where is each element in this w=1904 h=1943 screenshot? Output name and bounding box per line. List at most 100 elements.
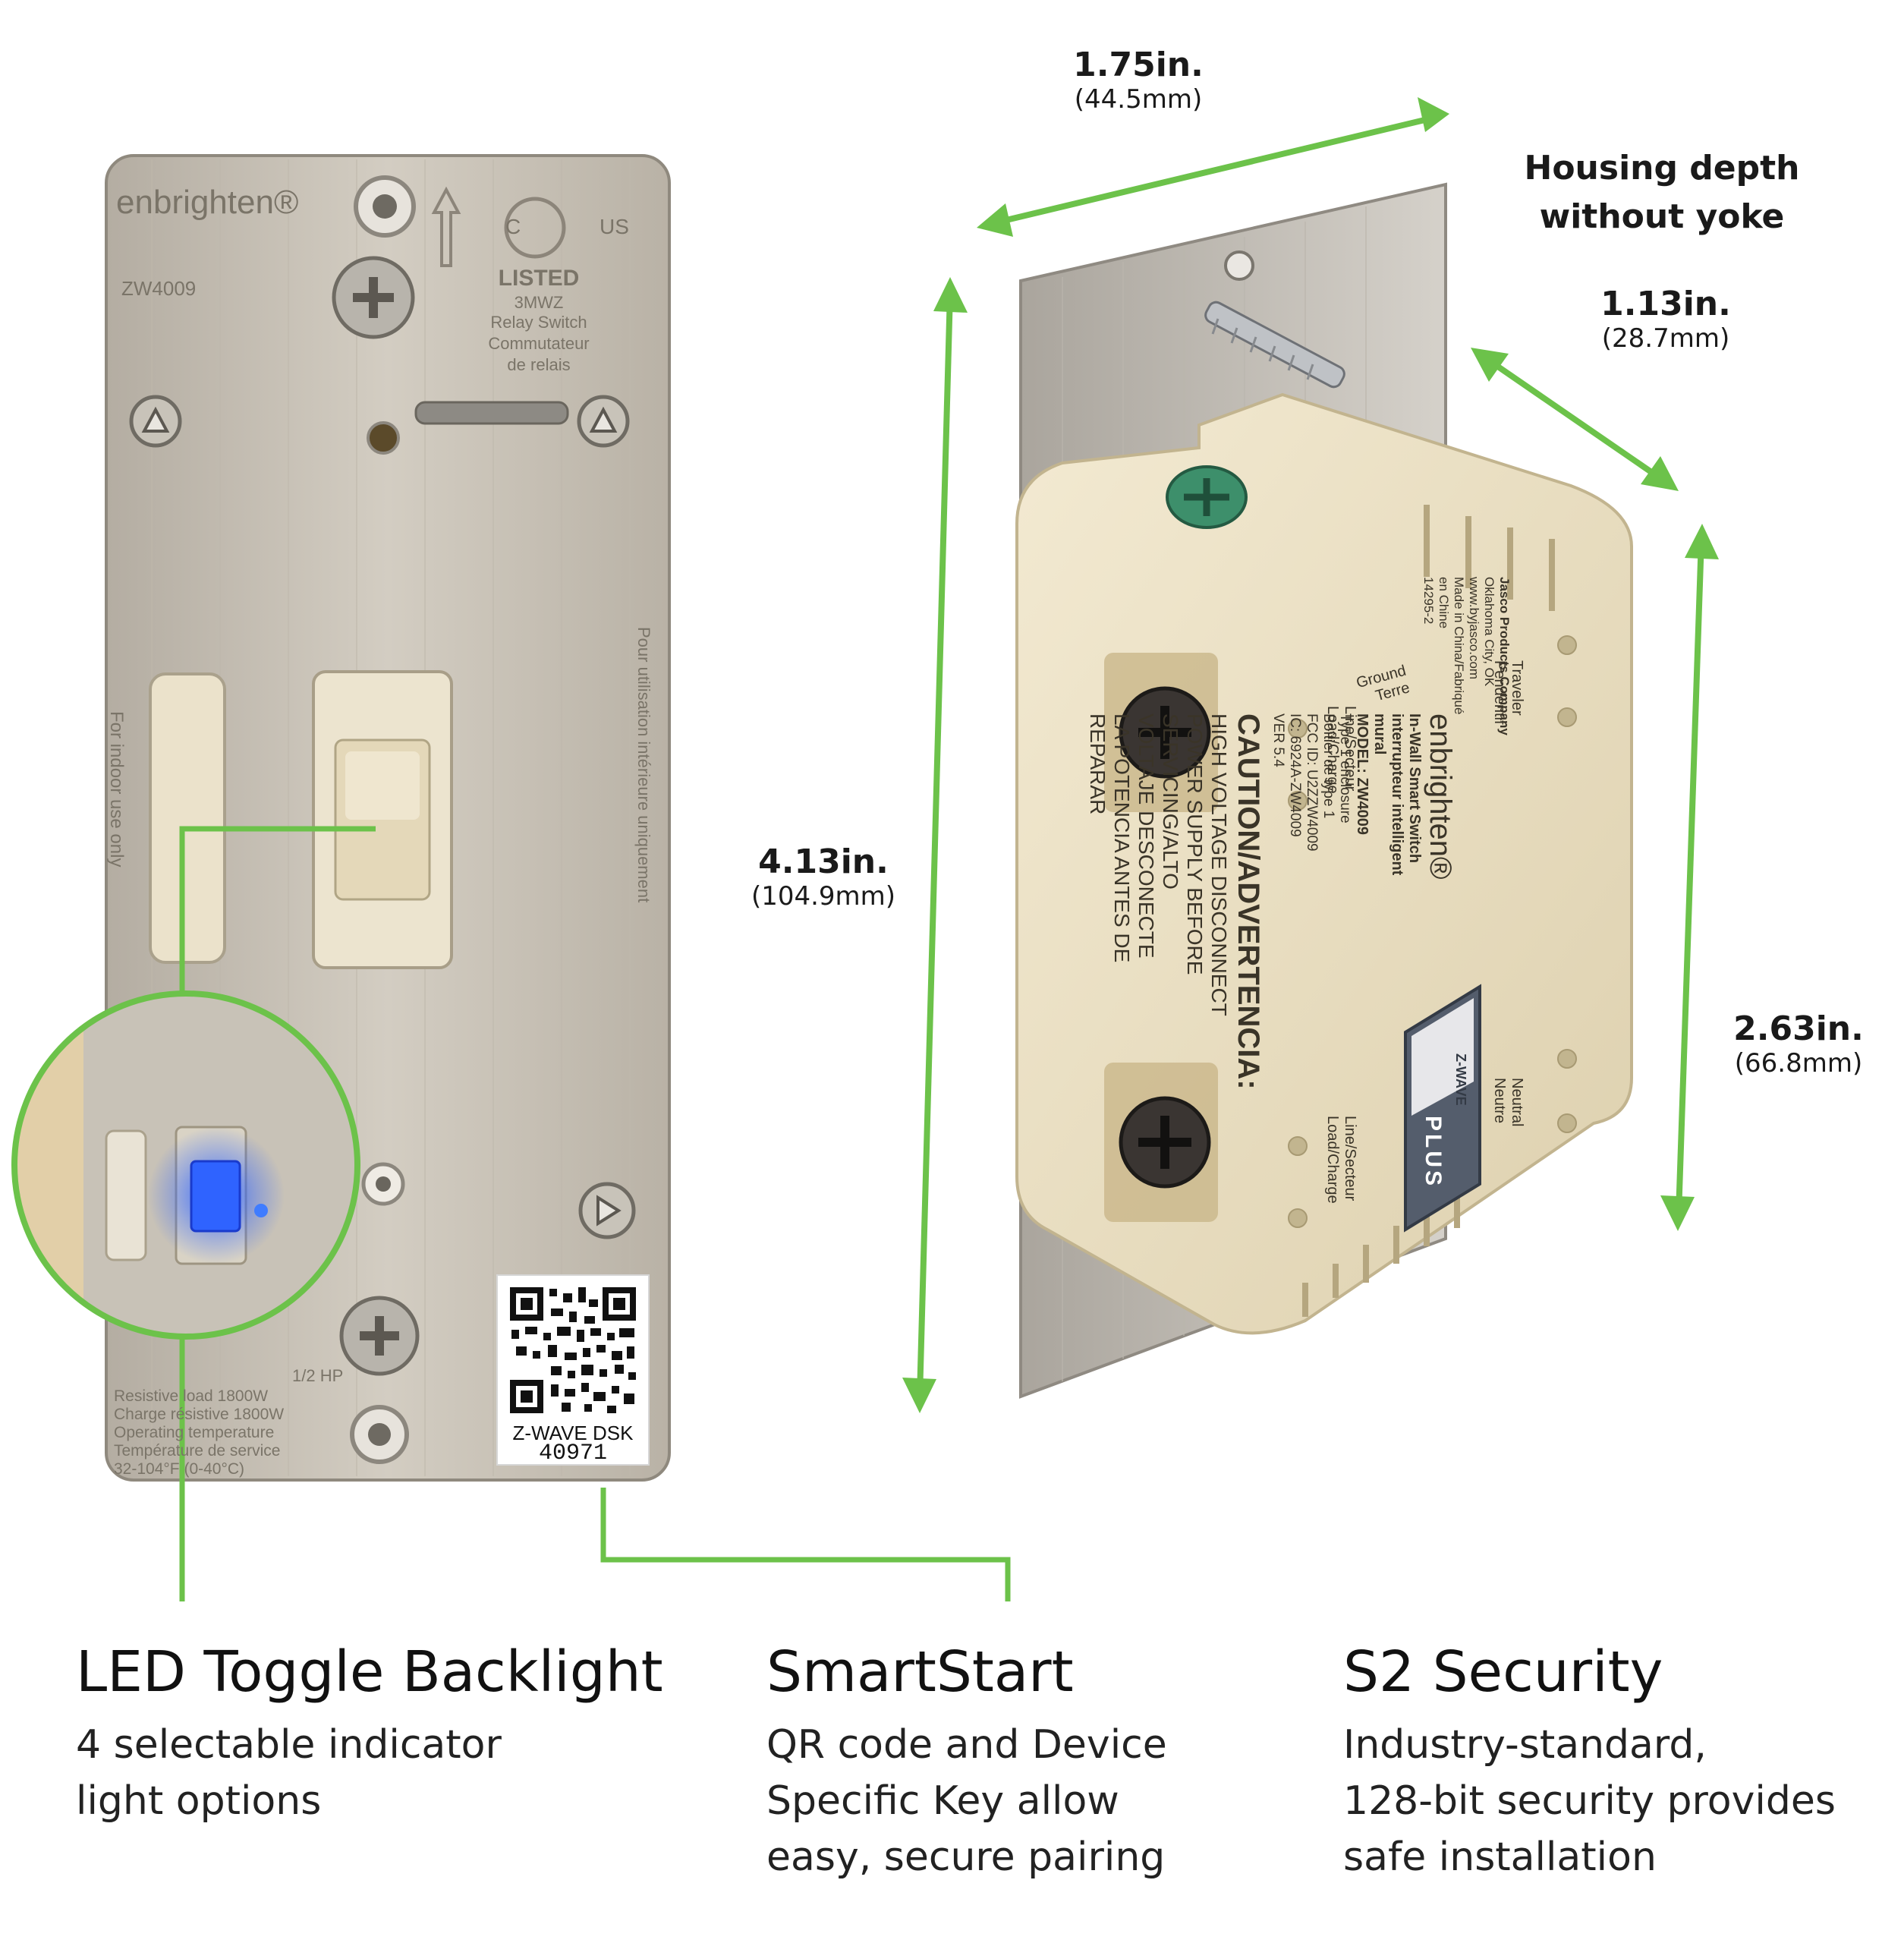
zwave-plus-badge [1404, 984, 1481, 1233]
maker-line: 14295-2 [1421, 577, 1436, 625]
depth-caption-line2: without yoke [1539, 197, 1785, 236]
mounting-screw [1204, 301, 1345, 389]
dimension-arrows [902, 97, 1719, 1413]
dim-width-main: 1.75in. [1073, 46, 1204, 84]
ground-screw [1166, 465, 1248, 529]
depth-caption: Housing depth without yoke [1487, 143, 1836, 240]
housing-fcc: FCC ID: U2ZZW4009 [1304, 713, 1320, 852]
dim-housing-height-main: 2.63in. [1733, 1009, 1864, 1048]
housing-label-block: enbrighten® In-Wall Smart Switch interru… [1085, 713, 1457, 1260]
led-toggle-lit [190, 1160, 241, 1233]
dim-housing-height: 2.63in. (66.8mm) [1707, 1009, 1890, 1079]
housing-product: interrupteur intelligent [1389, 713, 1405, 876]
caution-line: REPARAR [1086, 713, 1109, 815]
dim-height-sub: (104.9mm) [751, 881, 896, 912]
terminal-text: Neutre [1491, 1078, 1508, 1124]
maker-line: en Chine [1437, 577, 1451, 629]
ul-us: US [600, 215, 629, 238]
dim-width: 1.75in. (44.5mm) [1051, 46, 1226, 115]
feature-led-backlight: LED Toggle Backlight 4 selectable indica… [76, 1639, 721, 1829]
feature-s2-security: S2 Security Industry-standard, 128-bit s… [1343, 1639, 1890, 1885]
qr-code [510, 1287, 636, 1413]
air-gap-switch[interactable] [149, 672, 226, 964]
feature-smartstart: SmartStart QR code and Device Specific K… [766, 1639, 1313, 1885]
rating-line: Operating temperature [114, 1424, 275, 1441]
zwave-bottom: PLUS [1421, 1116, 1446, 1189]
terminal-label-traveler: Traveler Pendentif [1490, 660, 1525, 725]
feature-desc-line: safe installation [1343, 1834, 1657, 1880]
terminal-label-line-load-bottom: Line/Secteur Load/Charge [1323, 1116, 1358, 1204]
rating-top: 1/2 HP [292, 1366, 344, 1385]
plate-model: ZW4009 [121, 277, 197, 300]
terminal-screw-bottom [1104, 1063, 1218, 1222]
triangle-marker-bottom [578, 1182, 636, 1239]
terminal-text: Traveler [1509, 660, 1525, 716]
depth-caption-line1: Housing depth [1524, 149, 1800, 187]
terminal-label-line-load-top: Line/Secteur Load/Charge [1323, 706, 1358, 794]
callout-lines [179, 826, 1011, 1601]
plate-side-text-right: Pour utilisation intérieure uniquement [634, 627, 653, 903]
feature-desc-line: light options [76, 1778, 322, 1824]
zwave-top: Z-WAVE [1453, 1053, 1468, 1106]
terminal-label-neutral: Neutral Neutre [1490, 1078, 1525, 1126]
triangle-marker-right [577, 395, 630, 448]
ul-line1: Relay Switch [490, 313, 587, 332]
feature-desc-line: easy, secure pairing [766, 1834, 1166, 1880]
terminal-text: Pendentif [1491, 660, 1508, 725]
dim-width-sub: (44.5mm) [1074, 84, 1203, 115]
feature-desc-line: Specific Key allow [766, 1778, 1119, 1824]
feature-title: SmartStart [766, 1639, 1074, 1705]
feature-title: LED Toggle Backlight [76, 1639, 663, 1705]
rating-line: Resistive load 1800W [114, 1387, 269, 1405]
ul-listed: LISTED [498, 266, 580, 291]
maker-line: Made in China/Fabriqué [1452, 577, 1466, 715]
terminal-holes [1288, 635, 1577, 1228]
dim-depth-main: 1.13in. [1600, 285, 1731, 323]
top-vents [1424, 505, 1555, 611]
qr-label-text: Z-WAVE DSK [512, 1422, 634, 1444]
top-screw [332, 256, 415, 339]
bottom-screw [339, 1296, 420, 1376]
terminal-screw-top [1104, 653, 1218, 812]
qr-dsk-code: 40971 [538, 1441, 607, 1466]
maker-line: www.byjasco.com [1467, 577, 1481, 680]
rating-line: Température de service [114, 1442, 281, 1460]
terminal-text: Load/Charge [1324, 706, 1341, 794]
caution-line: LA POTENCIA ANTES DE [1110, 713, 1134, 963]
caution-line: VOLTAJE DESCONECTE [1135, 713, 1158, 959]
rating-line: 32-104°F (0-40°C) [114, 1460, 245, 1478]
side-view-switch [1015, 182, 1633, 1399]
feature-desc-line: Industry-standard, [1343, 1722, 1707, 1768]
triangle-marker-left [129, 395, 182, 448]
terminal-text: Neutral [1509, 1078, 1525, 1127]
housing-product: mural [1371, 713, 1388, 755]
terminal-text: Line/Secteur [1342, 1116, 1358, 1201]
dim-height: 4.13in. (104.9mm) [729, 842, 918, 912]
dim-depth: 1.13in. (28.7mm) [1578, 285, 1753, 354]
rating-line: Charge résistive 1800W [114, 1406, 285, 1423]
dim-depth-sub: (28.7mm) [1601, 323, 1730, 354]
terminal-text: Line/Secteur [1342, 706, 1358, 792]
feature-desc-line: QR code and Device [766, 1722, 1167, 1768]
plate-brand: enbrighten® [116, 184, 299, 221]
dim-height-main: 4.13in. [758, 842, 889, 881]
ul-line2: Commutateur [488, 334, 590, 353]
housing-ic: IC: 6924A-ZW4009 [1287, 713, 1303, 837]
vent-slot [414, 401, 569, 425]
feature-title: S2 Security [1343, 1639, 1663, 1705]
terminal-text: Load/Charge [1324, 1116, 1341, 1204]
plate-side-text-left: For indoor use only [106, 711, 127, 868]
feature-desc-line: 128-bit security provides [1343, 1778, 1836, 1824]
dim-housing-height-sub: (66.8mm) [1734, 1048, 1863, 1079]
caution-line: HIGH VOLTAGE DISCONNECT [1207, 713, 1231, 1016]
ul-line3: de relais [507, 355, 571, 374]
caution-heading: CAUTION/ADVERTENCIA: [1232, 713, 1265, 1090]
feature-desc-line: 4 selectable indicator [76, 1722, 502, 1768]
caution-line: SERVICING/ALTO [1159, 713, 1182, 890]
housing-ver: VER 5.4 [1270, 713, 1286, 767]
ul-c: C [505, 215, 521, 238]
up-arrow-mark [431, 186, 461, 267]
led-zoom-circle [11, 990, 360, 1340]
ul-code: 3MWZ [514, 293, 564, 312]
